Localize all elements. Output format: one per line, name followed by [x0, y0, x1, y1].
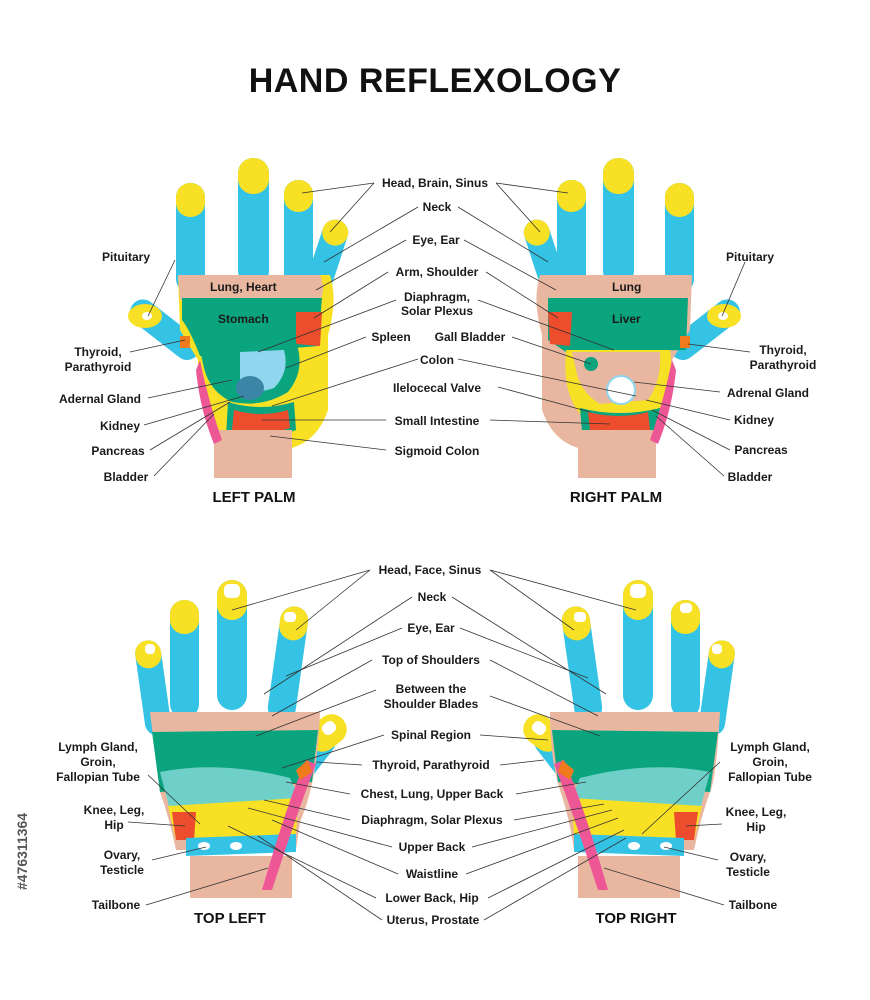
label-eye-ear-palm: Eye, Ear — [412, 233, 460, 247]
caption-left-palm: LEFT PALM — [212, 489, 295, 506]
top-right-hand — [523, 580, 735, 898]
right-palm-hand — [523, 158, 741, 478]
label-top-of-shoulders: Top of Shoulders — [382, 653, 480, 667]
label-ileocecal-valve: Ilelocecal Valve — [393, 381, 481, 395]
caption-top-left: TOP LEFT — [194, 910, 266, 927]
label-diaphragm-line2: Solar Plexus — [401, 304, 473, 318]
label-knee-left-line1: Knee, Leg, — [84, 803, 145, 817]
label-spleen: Spleen — [371, 330, 410, 344]
label-kidney-right: Kidney — [734, 413, 774, 427]
left-palm-region-lung-heart: Lung, Heart — [210, 280, 277, 294]
label-lymph-left-line2: Groin, — [80, 755, 115, 769]
label-neck-palm: Neck — [423, 200, 452, 214]
label-thyroid-right-line1: Thyroid, — [759, 343, 806, 357]
label-upper-back: Upper Back — [399, 840, 466, 854]
label-adernal-gland: Adernal Gland — [59, 392, 141, 406]
label-sigmoid-colon: Sigmoid Colon — [395, 444, 480, 458]
label-uterus-prostate: Uterus, Prostate — [387, 913, 480, 927]
label-thyroid-right-line2: Parathyroid — [750, 358, 817, 372]
label-pancreas-right: Pancreas — [734, 443, 788, 457]
label-ovary-right-line1: Ovary, — [730, 850, 766, 864]
label-lymph-left-line3: Fallopian Tube — [56, 770, 140, 784]
label-knee-right-line1: Knee, Leg, — [726, 805, 787, 819]
label-lymph-left-line1: Lymph Gland, — [58, 740, 138, 754]
label-tailbone-right: Tailbone — [729, 898, 778, 912]
right-palm-region-liver: Liver — [612, 312, 641, 326]
label-thyroid-left-line1: Thyroid, — [74, 345, 121, 359]
label-thyroid-parathyroid: Thyroid, Parathyroid — [372, 758, 489, 772]
label-ovary-left-line1: Ovary, — [104, 848, 140, 862]
caption-top-right: TOP RIGHT — [595, 910, 676, 927]
left-palm-hand — [128, 158, 349, 478]
label-kidney-left: Kidney — [100, 419, 140, 433]
label-tailbone-left: Tailbone — [92, 898, 141, 912]
label-spinal-region: Spinal Region — [391, 728, 471, 742]
caption-right-palm: RIGHT PALM — [570, 489, 662, 506]
label-adrenal-gland: Adrenal Gland — [727, 386, 809, 400]
label-arm-shoulder: Arm, Shoulder — [396, 265, 479, 279]
label-pituitary-left: Pituitary — [102, 250, 150, 264]
label-gall-bladder: Gall Bladder — [435, 330, 506, 344]
label-lower-back-hip: Lower Back, Hip — [385, 891, 478, 905]
label-knee-left-line2: Hip — [104, 818, 123, 832]
label-lymph-right-line1: Lymph Gland, — [730, 740, 810, 754]
label-lymph-right-line3: Fallopian Tube — [728, 770, 812, 784]
label-knee-right-line2: Hip — [746, 820, 765, 834]
label-thyroid-left-line2: Parathyroid — [65, 360, 132, 374]
label-pancreas-left: Pancreas — [91, 444, 145, 458]
page-title: HAND REFLEXOLOGY — [248, 62, 622, 100]
leader-lines — [127, 182, 751, 921]
label-eye-ear-top: Eye, Ear — [407, 621, 455, 635]
left-palm-region-stomach: Stomach — [218, 312, 269, 326]
label-ovary-right-line2: Testicle — [726, 865, 770, 879]
right-palm-region-lung: Lung — [612, 280, 641, 294]
label-head-brain-sinus: Head, Brain, Sinus — [382, 176, 488, 190]
label-waistline: Waistline — [406, 867, 459, 881]
label-bladder-left: Bladder — [104, 470, 149, 484]
label-small-intestine: Small Intestine — [395, 414, 480, 428]
label-chest-lung-upper-back: Chest, Lung, Upper Back — [361, 787, 504, 801]
label-neck-top: Neck — [418, 590, 447, 604]
label-between-line1: Between the — [396, 682, 467, 696]
top-left-hand — [135, 580, 347, 898]
label-colon: Colon — [420, 353, 454, 367]
label-bladder-right: Bladder — [728, 470, 773, 484]
label-lymph-right-line2: Groin, — [752, 755, 787, 769]
label-between-line2: Shoulder Blades — [384, 697, 479, 711]
label-ovary-left-line2: Testicle — [100, 863, 144, 877]
label-diaphragm-line1: Diaphragm, — [404, 290, 470, 304]
label-diaphragm-solar-plexus: Diaphragm, Solar Plexus — [361, 813, 503, 827]
label-pituitary-right: Pituitary — [726, 250, 774, 264]
label-head-face-sinus: Head, Face, Sinus — [379, 563, 482, 577]
